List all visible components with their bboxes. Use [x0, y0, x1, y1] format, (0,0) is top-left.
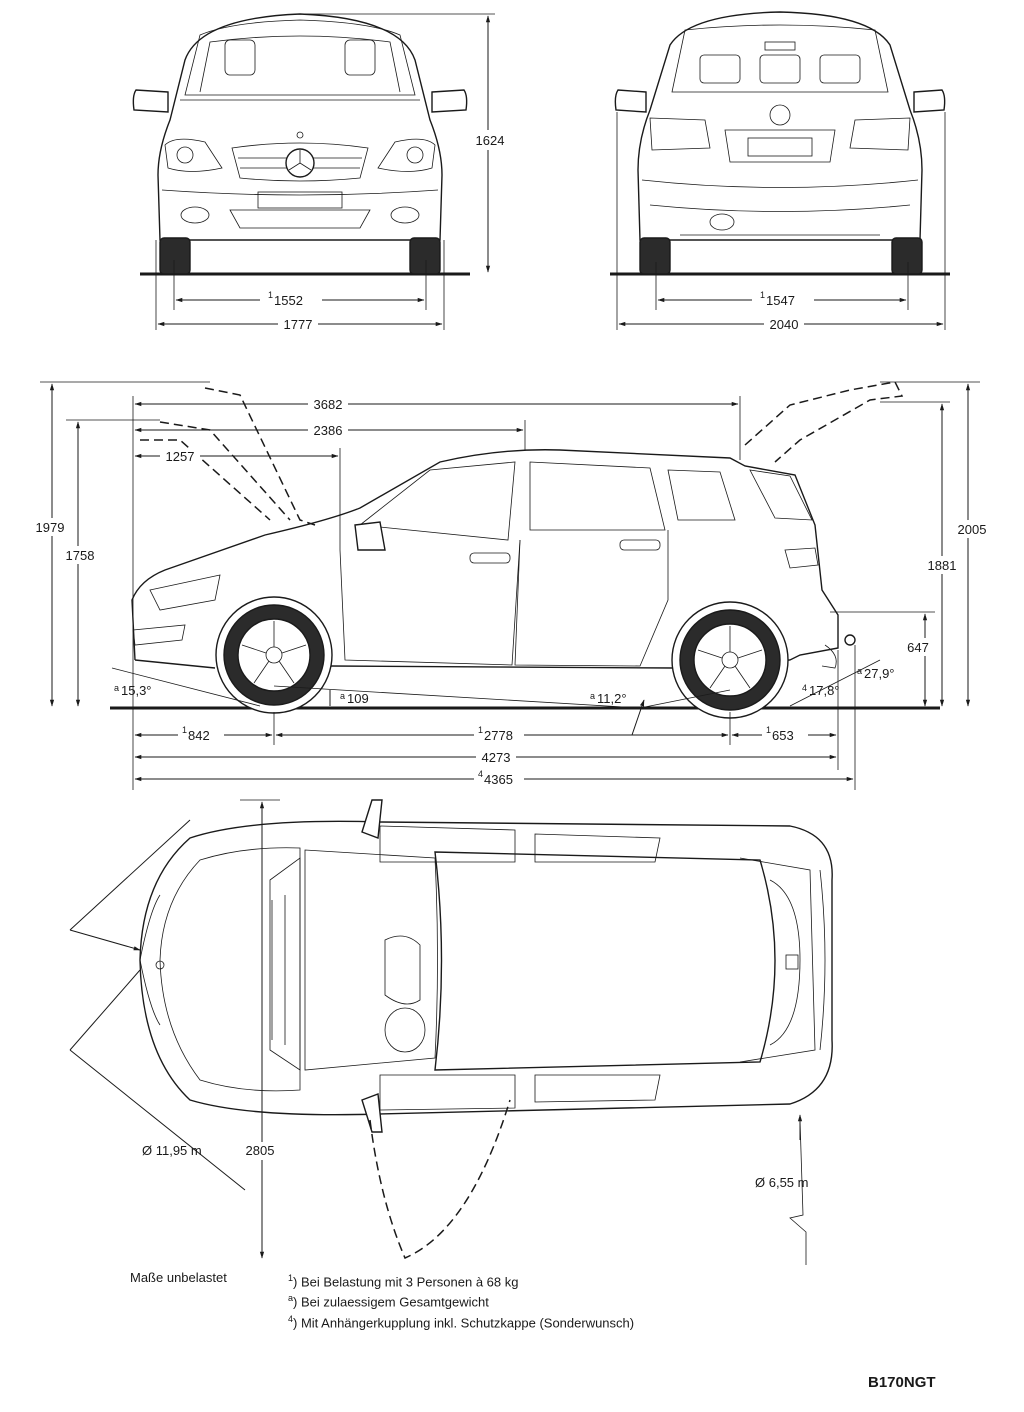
front-track-label: 1552	[274, 293, 303, 308]
note-text: ) Mit Anhängerkupplung inkl. Schutzkappe…	[293, 1314, 635, 1330]
dim-height-hatch: 1881	[928, 558, 957, 573]
notes-list: 1) Bei Belastung mit 3 Personen à 68 kg …	[288, 1270, 634, 1331]
note-item: a) Bei zulaessigem Gesamtgewicht	[288, 1290, 634, 1310]
ground-clearance: 109	[347, 691, 369, 706]
front-track-note: 1	[268, 290, 273, 300]
note-mark: a	[288, 1293, 294, 1304]
rear-view: 1 1547 2040	[610, 11, 950, 332]
breakover-note: a	[590, 691, 595, 701]
clearance-note: a	[340, 691, 345, 701]
side-view: 3682 2386 1257 1979 1758 2005 1881 647 a…	[30, 381, 994, 790]
dim-height-bonnet-open: 1758	[66, 548, 95, 563]
dim-height-hatch-open: 1979	[36, 520, 65, 535]
departure-angle: 17,8°	[809, 683, 840, 698]
departure-note: 4	[802, 683, 807, 693]
dim-rear-overhang: 653	[772, 728, 794, 743]
wheelbase-note: 1	[478, 725, 483, 735]
top-view: Ø 11,95 m 2805 Ø 6,55 m	[69, 799, 833, 1265]
departure-hitch-angle: 27,9°	[864, 666, 895, 681]
approach-note: a	[114, 683, 119, 693]
dim-hitch-height: 647	[907, 640, 929, 655]
note-item: 1) Bei Belastung mit 3 Personen à 68 kg	[288, 1270, 634, 1290]
rear-track-label: 1547	[766, 293, 795, 308]
dim-height-total: 2005	[958, 522, 987, 537]
rear-track-note: 1	[760, 290, 765, 300]
front-view: 1624 1 1552 1777	[132, 13, 510, 332]
notes-heading: Maße unbelastet	[130, 1270, 227, 1285]
dim-front-overhang: 842	[188, 728, 210, 743]
note-mark: 4	[288, 1313, 294, 1324]
dim-hood-open: 3682	[314, 397, 343, 412]
turning-circle-label: Ø 11,95 m	[142, 1143, 202, 1158]
breakover-angle: 11,2°	[597, 691, 627, 706]
dim-hatch-reach: 2386	[314, 423, 343, 438]
length-hitch-note: 4	[478, 769, 483, 779]
rear-width-label: 2040	[770, 317, 799, 332]
model-code: B170NGT	[868, 1374, 936, 1391]
front-overhang-note: 1	[182, 725, 187, 735]
front-height-label: 1624	[476, 133, 505, 148]
note-text: ) Bei Belastung mit 3 Personen à 68 kg	[293, 1274, 519, 1290]
dim-length: 4273	[482, 750, 511, 765]
departure-hitch-note: a	[857, 666, 862, 676]
top-wheelbase-marker: 2805	[246, 1143, 275, 1158]
inner-turning-label: Ø 6,55 m	[755, 1175, 808, 1190]
approach-angle: 15,3°	[121, 683, 152, 698]
front-width-label: 1777	[284, 317, 313, 332]
note-mark: 1	[288, 1273, 294, 1283]
note-item: 4) Mit Anhängerkupplung inkl. Schutzkapp…	[288, 1311, 634, 1331]
rear-overhang-note: 1	[766, 725, 771, 735]
note-text: ) Bei zulaessigem Gesamtgewicht	[293, 1294, 489, 1310]
dim-length-hitch: 4365	[484, 772, 513, 787]
dim-front-axle-ref: 1257	[166, 449, 195, 464]
dim-wheelbase: 2778	[484, 728, 513, 743]
